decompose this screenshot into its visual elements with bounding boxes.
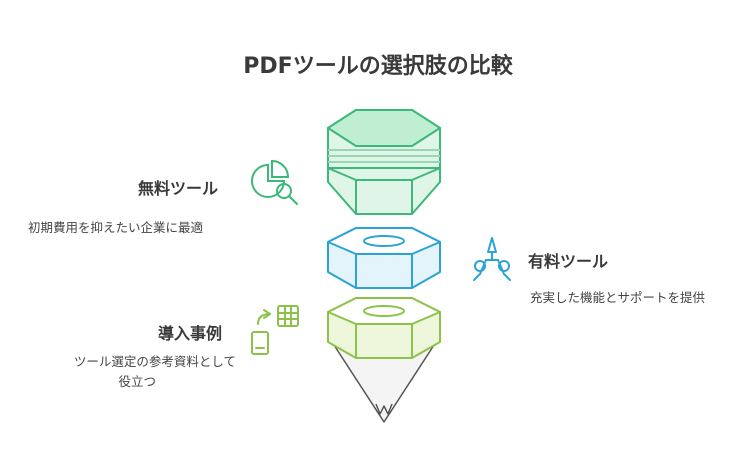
free-tool-label: 無料ツール [138, 179, 219, 198]
case-study-description-line: 役立つ [118, 374, 156, 389]
multi-tool-icon [473, 237, 511, 281]
free-tool-description: 初期費用を抑えたい企業に最適 [28, 220, 204, 235]
paid-tool-description: 充実した機能とサポートを提供 [530, 290, 706, 305]
bolt-head-free [327, 109, 441, 215]
page-title: PDFツールの選択肢の比較 [243, 54, 513, 79]
paid-tool-label: 有料ツール [528, 252, 609, 271]
case-study-description: ツール選定の参考資料として 役立つ [40, 352, 236, 392]
case-study-label: 導入事例 [158, 324, 223, 343]
phone-spreadsheet-transfer-icon [251, 305, 299, 355]
nut-cases [327, 297, 441, 423]
nut-paid [327, 227, 441, 289]
pie-chart-magnifier-icon [251, 159, 298, 205]
case-study-description-line: ツール選定の参考資料として [73, 354, 236, 369]
